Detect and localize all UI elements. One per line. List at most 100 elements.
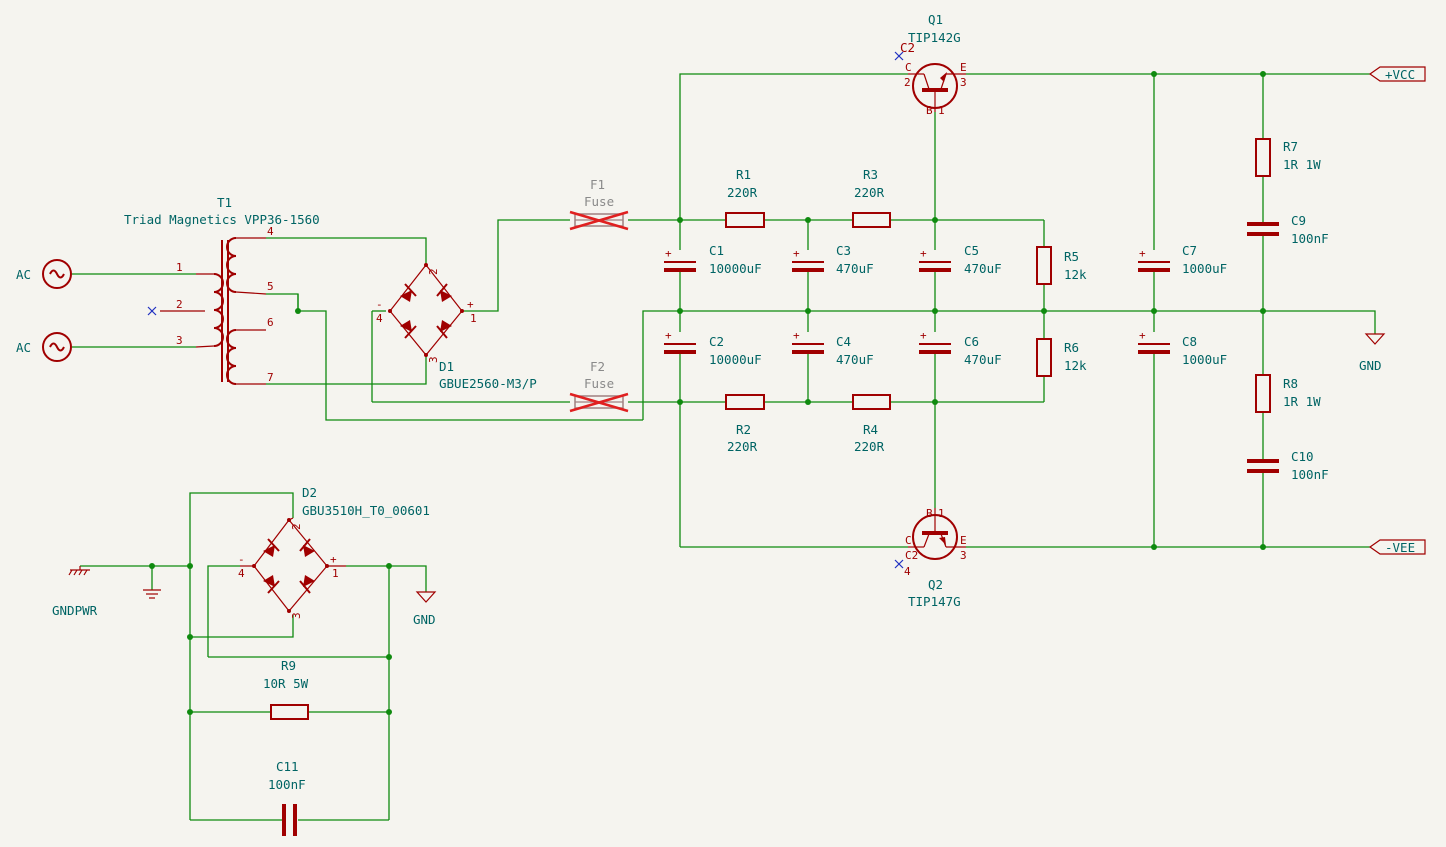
transistor-q1[interactable]: C 2 E 3 B 1 C2 Q1 TIP142G: [894, 12, 967, 117]
c5-ref: C5: [964, 243, 979, 258]
f2-value: Fuse: [584, 376, 614, 391]
gnd-symbol-lower[interactable]: GND: [413, 591, 437, 627]
q1-pin-b: B: [926, 104, 933, 117]
r2-ref: R2: [736, 422, 751, 437]
c1-polarity: +: [665, 247, 672, 260]
d2-pin-2: 2: [290, 523, 303, 530]
capacitor-c9[interactable]: C9 100nF: [1247, 213, 1329, 246]
resistor-r5[interactable]: R5 12k: [1036, 246, 1087, 285]
c9-value: 100nF: [1291, 231, 1329, 246]
vcc-port[interactable]: +VCC: [1368, 66, 1426, 82]
r2-value: 220R: [727, 439, 758, 454]
transistor-q2[interactable]: C 4 E 3 B 1 C2 Q2 TIP147G: [894, 507, 967, 609]
resistor-r7[interactable]: R7 1R 1W: [1255, 138, 1321, 177]
gnd-label-lower: GND: [413, 612, 436, 627]
ac-source-2[interactable]: AC: [16, 332, 72, 362]
d1-ref: D1: [439, 359, 454, 374]
vcc-label: +VCC: [1385, 67, 1415, 82]
fuse-f1[interactable]: F1 Fuse: [569, 177, 629, 231]
d1-minus: -: [376, 298, 383, 311]
transformer-t1[interactable]: 1 2 3 4 5 6 7 T1 Triad Magnetics VPP36-1…: [124, 195, 320, 385]
resistor-r8[interactable]: R8 1R 1W: [1255, 374, 1321, 413]
c11-ref: C11: [276, 759, 299, 774]
bridge-rectifier-d1[interactable]: 1 2 3 4 + - D1 GBUE2560-M3/P: [376, 263, 537, 391]
ac-label: AC: [16, 340, 31, 355]
c8-value: 1000uF: [1182, 352, 1227, 367]
capacitor-c5[interactable]: + C5 470uF: [919, 243, 1002, 276]
c6-polarity: +: [920, 329, 927, 342]
capacitor-c1[interactable]: + C1 10000uF: [664, 243, 762, 276]
f1-value: Fuse: [584, 194, 614, 209]
resistor-r1[interactable]: R1 220R: [725, 167, 765, 228]
q2-ref: Q2: [928, 577, 943, 592]
c6-value: 470uF: [964, 352, 1002, 367]
resistor-r9[interactable]: R9 10R 5W: [263, 658, 309, 720]
vee-port[interactable]: -VEE: [1368, 539, 1426, 555]
d1-plus: +: [467, 298, 474, 311]
d2-ref: D2: [302, 485, 317, 500]
d2-pin-1: 1: [332, 567, 339, 580]
q2-pin-1: 1: [938, 507, 945, 520]
c2-polarity: +: [665, 329, 672, 342]
gnd-label: GND: [1359, 358, 1382, 373]
gnd-symbol[interactable]: GND: [1359, 333, 1386, 373]
r5-value: 12k: [1064, 267, 1087, 282]
resistor-r2[interactable]: R2 220R: [725, 394, 765, 454]
c6-ref: C6: [964, 334, 979, 349]
c10-value: 100nF: [1291, 467, 1329, 482]
d2-minus: -: [238, 553, 245, 566]
d2-plus: +: [330, 553, 337, 566]
r7-value: 1R 1W: [1283, 157, 1321, 172]
capacitor-c11[interactable]: C11 100nF: [268, 759, 306, 836]
capacitor-c7[interactable]: + C7 1000uF: [1138, 243, 1227, 276]
capacitor-c8[interactable]: + C8 1000uF: [1138, 329, 1227, 367]
capacitor-c4[interactable]: + C4 470uF: [792, 329, 874, 367]
t1-pin-6: 6: [267, 316, 274, 329]
r7-ref: R7: [1283, 139, 1298, 154]
resistor-r4[interactable]: R4 220R: [852, 394, 891, 454]
d1-pin-1: 1: [470, 312, 477, 325]
f2-ref: F2: [590, 359, 605, 374]
wires: [72, 73, 1376, 821]
bridge-rectifier-d2[interactable]: 1 2 3 4 + - D2 GBU3510H_T0_00601: [238, 485, 430, 619]
c5-polarity: +: [920, 247, 927, 260]
r8-ref: R8: [1283, 376, 1298, 391]
c9-ref: C9: [1291, 213, 1306, 228]
d1-pin-3: 3: [427, 356, 440, 363]
q2-pin-3: 3: [960, 549, 967, 562]
q2-value: TIP147G: [908, 594, 961, 609]
capacitor-c3[interactable]: + C3 470uF: [792, 243, 874, 276]
t1-value: Triad Magnetics VPP36-1560: [124, 212, 320, 227]
fuse-f2[interactable]: F2 Fuse: [569, 359, 629, 413]
q1-nc-label: C2: [900, 40, 915, 55]
q2-nc-label: C2: [905, 549, 918, 562]
q2-pin-c: C: [905, 534, 912, 547]
t1-pin-7: 7: [267, 371, 274, 384]
capacitor-c6[interactable]: + C6 470uF: [919, 329, 1002, 367]
gndpwr-symbol[interactable]: GNDPWR: [52, 566, 98, 618]
ac-label: AC: [16, 267, 31, 282]
d1-value: GBUE2560-M3/P: [439, 376, 537, 391]
c4-value: 470uF: [836, 352, 874, 367]
r5-ref: R5: [1064, 249, 1079, 264]
ac-source-1[interactable]: AC: [16, 259, 72, 289]
vee-label: -VEE: [1385, 540, 1415, 555]
t1-pin-1: 1: [176, 261, 183, 274]
resistor-r3[interactable]: R3 220R: [852, 167, 891, 228]
c2-value: 10000uF: [709, 352, 762, 367]
resistor-r6[interactable]: R6 12k: [1036, 338, 1087, 377]
capacitor-c10[interactable]: C10 100nF: [1247, 449, 1329, 482]
c7-polarity: +: [1139, 247, 1146, 260]
r4-ref: R4: [863, 422, 878, 437]
c2-ref: C2: [709, 334, 724, 349]
q1-pin-2: 2: [904, 76, 911, 89]
c3-polarity: +: [793, 247, 800, 260]
capacitor-c2[interactable]: + C2 10000uF: [664, 329, 762, 367]
c5-value: 470uF: [964, 261, 1002, 276]
c8-polarity: +: [1139, 329, 1146, 342]
t1-pin-3: 3: [176, 334, 183, 347]
r9-value: 10R 5W: [263, 676, 309, 691]
f1-ref: F1: [590, 177, 605, 192]
r9-ref: R9: [281, 658, 296, 673]
